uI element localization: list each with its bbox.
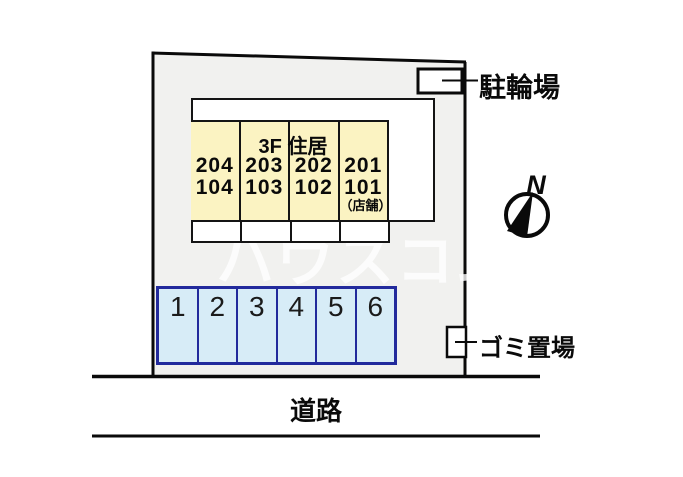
unit-lower: 101 xyxy=(344,176,383,199)
balcony-cell xyxy=(242,222,292,241)
balcony-cell xyxy=(292,222,341,241)
compass-north-label: N xyxy=(526,170,546,200)
north-compass-icon xyxy=(504,192,550,238)
parking-space-2: 2 xyxy=(198,289,238,362)
unit-upper: 202 xyxy=(294,154,333,177)
parking-space-6: 6 xyxy=(356,289,394,362)
balcony-cell xyxy=(341,222,388,241)
unit-upper: 201 xyxy=(344,154,383,177)
parking-block: 1 2 3 4 5 6 xyxy=(156,286,397,365)
garbage-area-label: ゴミ置場 xyxy=(479,335,575,362)
unit-lower: 102 xyxy=(294,176,333,199)
parking-space-4: 4 xyxy=(277,289,317,362)
balcony-cell xyxy=(193,222,243,241)
parking-space-3: 3 xyxy=(238,289,278,362)
bicycle-parking-label: 駐輪場 xyxy=(479,73,560,103)
parking-space-1: 1 xyxy=(159,289,199,362)
unit-lower: 103 xyxy=(245,176,284,199)
unit-upper: 204 xyxy=(195,154,234,177)
floor-label: 3F 住居 xyxy=(258,136,328,158)
plot-boundary-top xyxy=(151,51,467,64)
unit-note-shop: （店舗） xyxy=(339,198,392,213)
road-label: 道路 xyxy=(289,396,342,426)
parking-space-5: 5 xyxy=(317,289,357,362)
unit-upper: 203 xyxy=(245,154,284,177)
balcony-row xyxy=(191,222,390,243)
unit-lower: 104 xyxy=(195,176,234,199)
